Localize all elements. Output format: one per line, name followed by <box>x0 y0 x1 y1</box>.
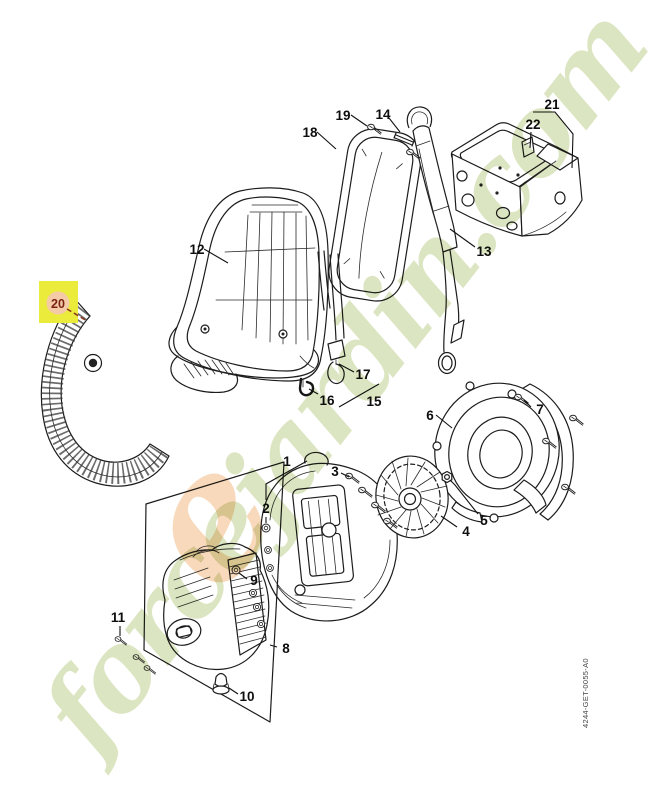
part-fan-wheel <box>375 455 449 539</box>
part-label-21: 21 <box>544 97 560 112</box>
drawing-code: 4244-GET-0055-A0 <box>581 658 590 728</box>
part-label-13: 13 <box>476 244 492 259</box>
part-label-15: 15 <box>366 394 382 409</box>
part-label-1: 1 <box>283 454 291 469</box>
part-label-18: 18 <box>302 125 318 140</box>
part-label-22: 22 <box>525 117 540 132</box>
part-label-14: 14 <box>375 107 391 122</box>
part-fan-nut <box>441 470 453 484</box>
part-label-7: 7 <box>536 402 544 417</box>
part-backpack-frame <box>168 187 329 394</box>
part-tool-box <box>450 122 583 237</box>
part-fan-cover <box>432 381 574 523</box>
part-label-8: 8 <box>282 641 290 656</box>
part-label-16: 16 <box>319 393 335 408</box>
part-back-pad <box>328 128 422 302</box>
part-hip-pad <box>40 297 170 487</box>
part-label-2: 2 <box>262 501 270 516</box>
engine-cover-bounding-box <box>143 461 285 723</box>
pin-14 <box>393 132 415 147</box>
highlight-leader <box>66 308 88 322</box>
part-harness-straps <box>317 250 346 385</box>
part-label-12: 12 <box>189 242 204 257</box>
part-number-labels: 1 2 3 4 5 6 7 8 9 10 11 12 13 14 15 16 1… <box>111 97 560 704</box>
part-label-17: 17 <box>355 367 370 382</box>
part-label-4: 4 <box>462 524 470 539</box>
part-shoulder-strap <box>406 106 465 375</box>
part-label-20: 20 <box>51 297 65 311</box>
part-hook <box>298 377 315 397</box>
watermark-text: forcejardin.com <box>13 0 652 780</box>
part-label-6: 6 <box>426 408 434 423</box>
part-label-5: 5 <box>480 513 488 528</box>
highlight-circle <box>46 291 70 315</box>
highlight-part-20: 20 <box>39 281 88 323</box>
watermark: forcejardin.com e <box>13 0 652 780</box>
fasteners <box>114 123 584 675</box>
part-plug <box>212 672 230 695</box>
part-blower-housing <box>260 451 398 622</box>
part-label-3: 3 <box>331 464 339 479</box>
part-label-10: 10 <box>239 689 254 704</box>
part-label-11: 11 <box>111 610 126 625</box>
part-label-9: 9 <box>250 573 258 588</box>
part-label-19: 19 <box>335 108 350 123</box>
leader-lines <box>119 111 574 695</box>
